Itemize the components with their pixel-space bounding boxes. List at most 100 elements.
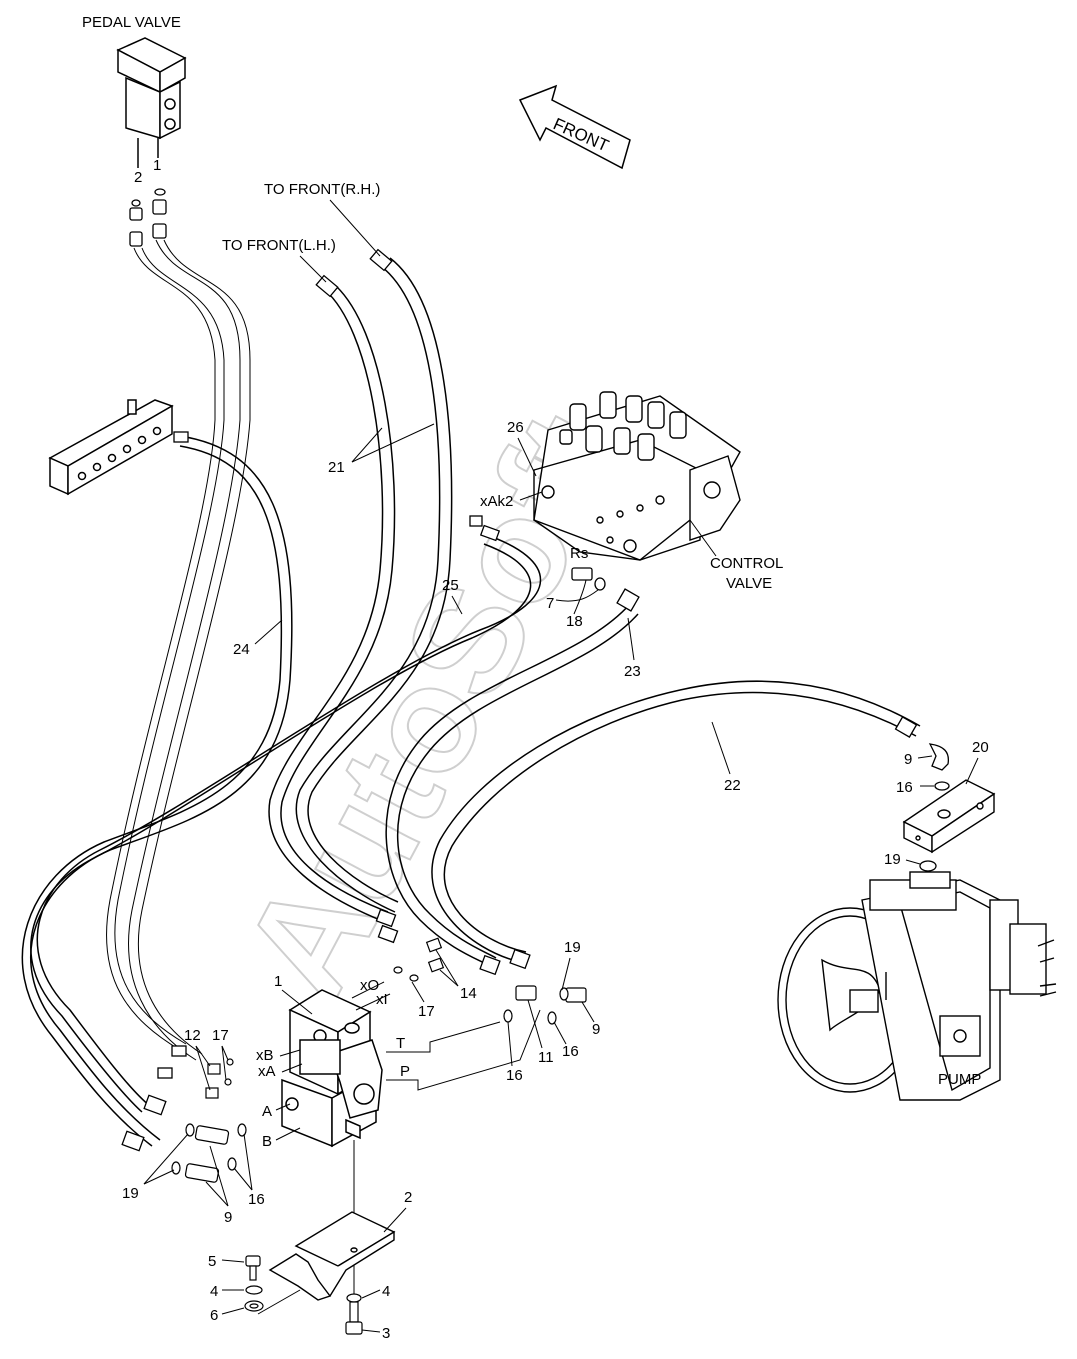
callout-12: 12 bbox=[184, 1027, 201, 1044]
callout-20: 20 bbox=[972, 739, 989, 756]
leader-4-right bbox=[361, 1289, 381, 1299]
callout-4-left: 4 bbox=[210, 1283, 218, 1300]
leader-9-bottom-a bbox=[209, 1145, 229, 1207]
callout-1-top: 1 bbox=[153, 157, 161, 174]
leader-xi bbox=[355, 993, 391, 1011]
leader-16-bottom-b bbox=[233, 1167, 253, 1191]
port-t-label: T bbox=[396, 1035, 405, 1052]
leader-16-mid-l bbox=[507, 1021, 513, 1067]
hose-23 bbox=[385, 603, 639, 967]
leader-control-valve bbox=[689, 519, 717, 557]
callout-19-mid: 19 bbox=[564, 939, 581, 956]
callout-22: 22 bbox=[724, 777, 741, 794]
callout-16-bottom: 16 bbox=[248, 1191, 265, 1208]
leader-rh bbox=[329, 199, 381, 257]
hose-21-rh bbox=[295, 257, 453, 913]
to-front-lh-label: TO FRONT(L.H.) bbox=[222, 237, 336, 254]
t-p-leader-lines bbox=[386, 1009, 541, 1091]
callout-1-block: 1 bbox=[274, 973, 282, 990]
pedal-fittings bbox=[129, 188, 167, 247]
leader-25 bbox=[451, 595, 463, 615]
leader-26 bbox=[517, 437, 537, 477]
callout-23: 23 bbox=[624, 663, 641, 680]
leader-b bbox=[275, 1127, 301, 1141]
callout-16-pump: 16 bbox=[896, 779, 913, 796]
leader-xak2 bbox=[519, 491, 543, 501]
port-xak2-label: xAk2 bbox=[480, 493, 513, 510]
leader-21 bbox=[351, 423, 435, 463]
leader-xb bbox=[279, 1049, 301, 1057]
leader-1-block bbox=[281, 989, 313, 1015]
callout-17-mid: 17 bbox=[418, 1003, 435, 1020]
leader-6 bbox=[221, 1307, 245, 1315]
leader-22 bbox=[711, 721, 731, 775]
hose-fittings bbox=[121, 248, 918, 1152]
callout-14: 14 bbox=[460, 985, 477, 1002]
leader-5 bbox=[221, 1259, 245, 1263]
callout-17-left: 17 bbox=[212, 1027, 229, 1044]
callout-18: 18 bbox=[566, 613, 583, 630]
control-valve bbox=[533, 391, 741, 561]
rs-fitting bbox=[571, 567, 606, 591]
callout-21: 21 bbox=[328, 459, 345, 476]
callout-26: 26 bbox=[507, 419, 524, 436]
callout-11: 11 bbox=[538, 1049, 554, 1066]
leader-16-bottom-a bbox=[243, 1133, 253, 1191]
leader-9-mid bbox=[581, 1001, 595, 1023]
port-b-label: B bbox=[262, 1133, 272, 1150]
leader-xo bbox=[351, 981, 385, 999]
control-valve-label-1: CONTROL bbox=[710, 555, 783, 572]
leader-19-mid bbox=[561, 957, 571, 991]
leader-17-mid bbox=[411, 981, 425, 1003]
callout-7: 7 bbox=[546, 595, 554, 612]
hose-25 bbox=[30, 533, 542, 1113]
pump-label: PUMP bbox=[938, 1071, 981, 1088]
bolt-5 bbox=[244, 1255, 264, 1312]
leader-19-bottom-a bbox=[143, 1133, 189, 1185]
leader-19-pump bbox=[905, 859, 921, 865]
leader-19-bottom-b bbox=[143, 1169, 175, 1185]
port-xa-label: xA bbox=[258, 1063, 276, 1080]
leader-9-bottom-b bbox=[205, 1181, 229, 1207]
control-valve-label-2: VALVE bbox=[726, 575, 772, 592]
port-a-label: A bbox=[262, 1103, 272, 1120]
port-xb-label: xB bbox=[256, 1047, 274, 1064]
leader-12a bbox=[195, 1045, 211, 1067]
hose-24 bbox=[21, 435, 293, 1147]
callout-4-right: 4 bbox=[382, 1283, 390, 1300]
leader-14b bbox=[439, 969, 459, 987]
leader-17-left-a bbox=[221, 1045, 229, 1061]
leader-24 bbox=[254, 619, 283, 645]
leader-17-left-b bbox=[221, 1045, 227, 1081]
leader-16-mid-r bbox=[553, 1021, 567, 1045]
manifold-block bbox=[48, 399, 174, 496]
bolt-3 bbox=[345, 1293, 363, 1335]
callout-6: 6 bbox=[210, 1307, 218, 1324]
leader-9-pump bbox=[917, 755, 933, 759]
block-fittings bbox=[171, 937, 587, 1183]
leader-18 bbox=[573, 579, 587, 615]
leader-a bbox=[275, 1103, 291, 1111]
port-p-label: P bbox=[400, 1063, 410, 1080]
leader-6b bbox=[257, 1289, 301, 1315]
callout-19-pump: 19 bbox=[884, 851, 901, 868]
leader-lh bbox=[299, 255, 327, 283]
callout-24: 24 bbox=[233, 641, 250, 658]
pump bbox=[777, 871, 1057, 1101]
hose-22 bbox=[431, 680, 921, 963]
callout-2-bracket: 2 bbox=[404, 1189, 412, 1206]
callout-16-mid-r: 16 bbox=[562, 1043, 579, 1060]
front-arrow bbox=[518, 84, 631, 170]
leader-2-bracket bbox=[383, 1207, 407, 1233]
leader-7 bbox=[555, 589, 599, 602]
port-xo-label: xO bbox=[360, 977, 379, 994]
pedal-valve bbox=[116, 37, 187, 168]
leader-12b bbox=[195, 1045, 211, 1091]
leader-xa bbox=[281, 1063, 303, 1073]
port-rs-label: Rs bbox=[570, 545, 588, 562]
leader-20 bbox=[965, 757, 979, 785]
pump-block-20 bbox=[902, 779, 996, 854]
callout-9-pump: 9 bbox=[904, 751, 912, 768]
